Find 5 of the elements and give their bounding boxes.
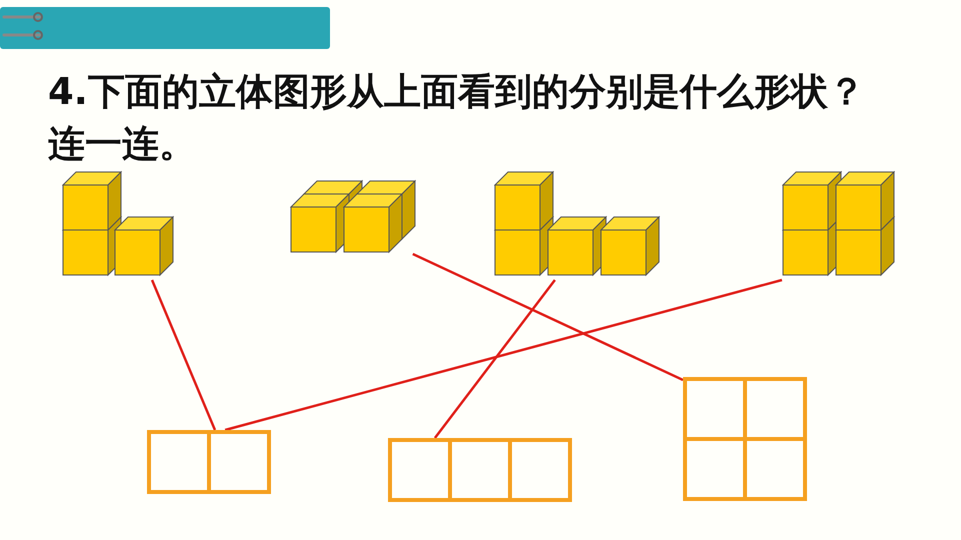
- matching-line: [150, 280, 216, 430]
- matching-line: [224, 278, 782, 432]
- question-title: 4.下面的立体图形从上面看到的分别是什么形状？连一连。: [48, 69, 866, 167]
- matching-line: [412, 252, 684, 382]
- matching-line: [434, 279, 556, 439]
